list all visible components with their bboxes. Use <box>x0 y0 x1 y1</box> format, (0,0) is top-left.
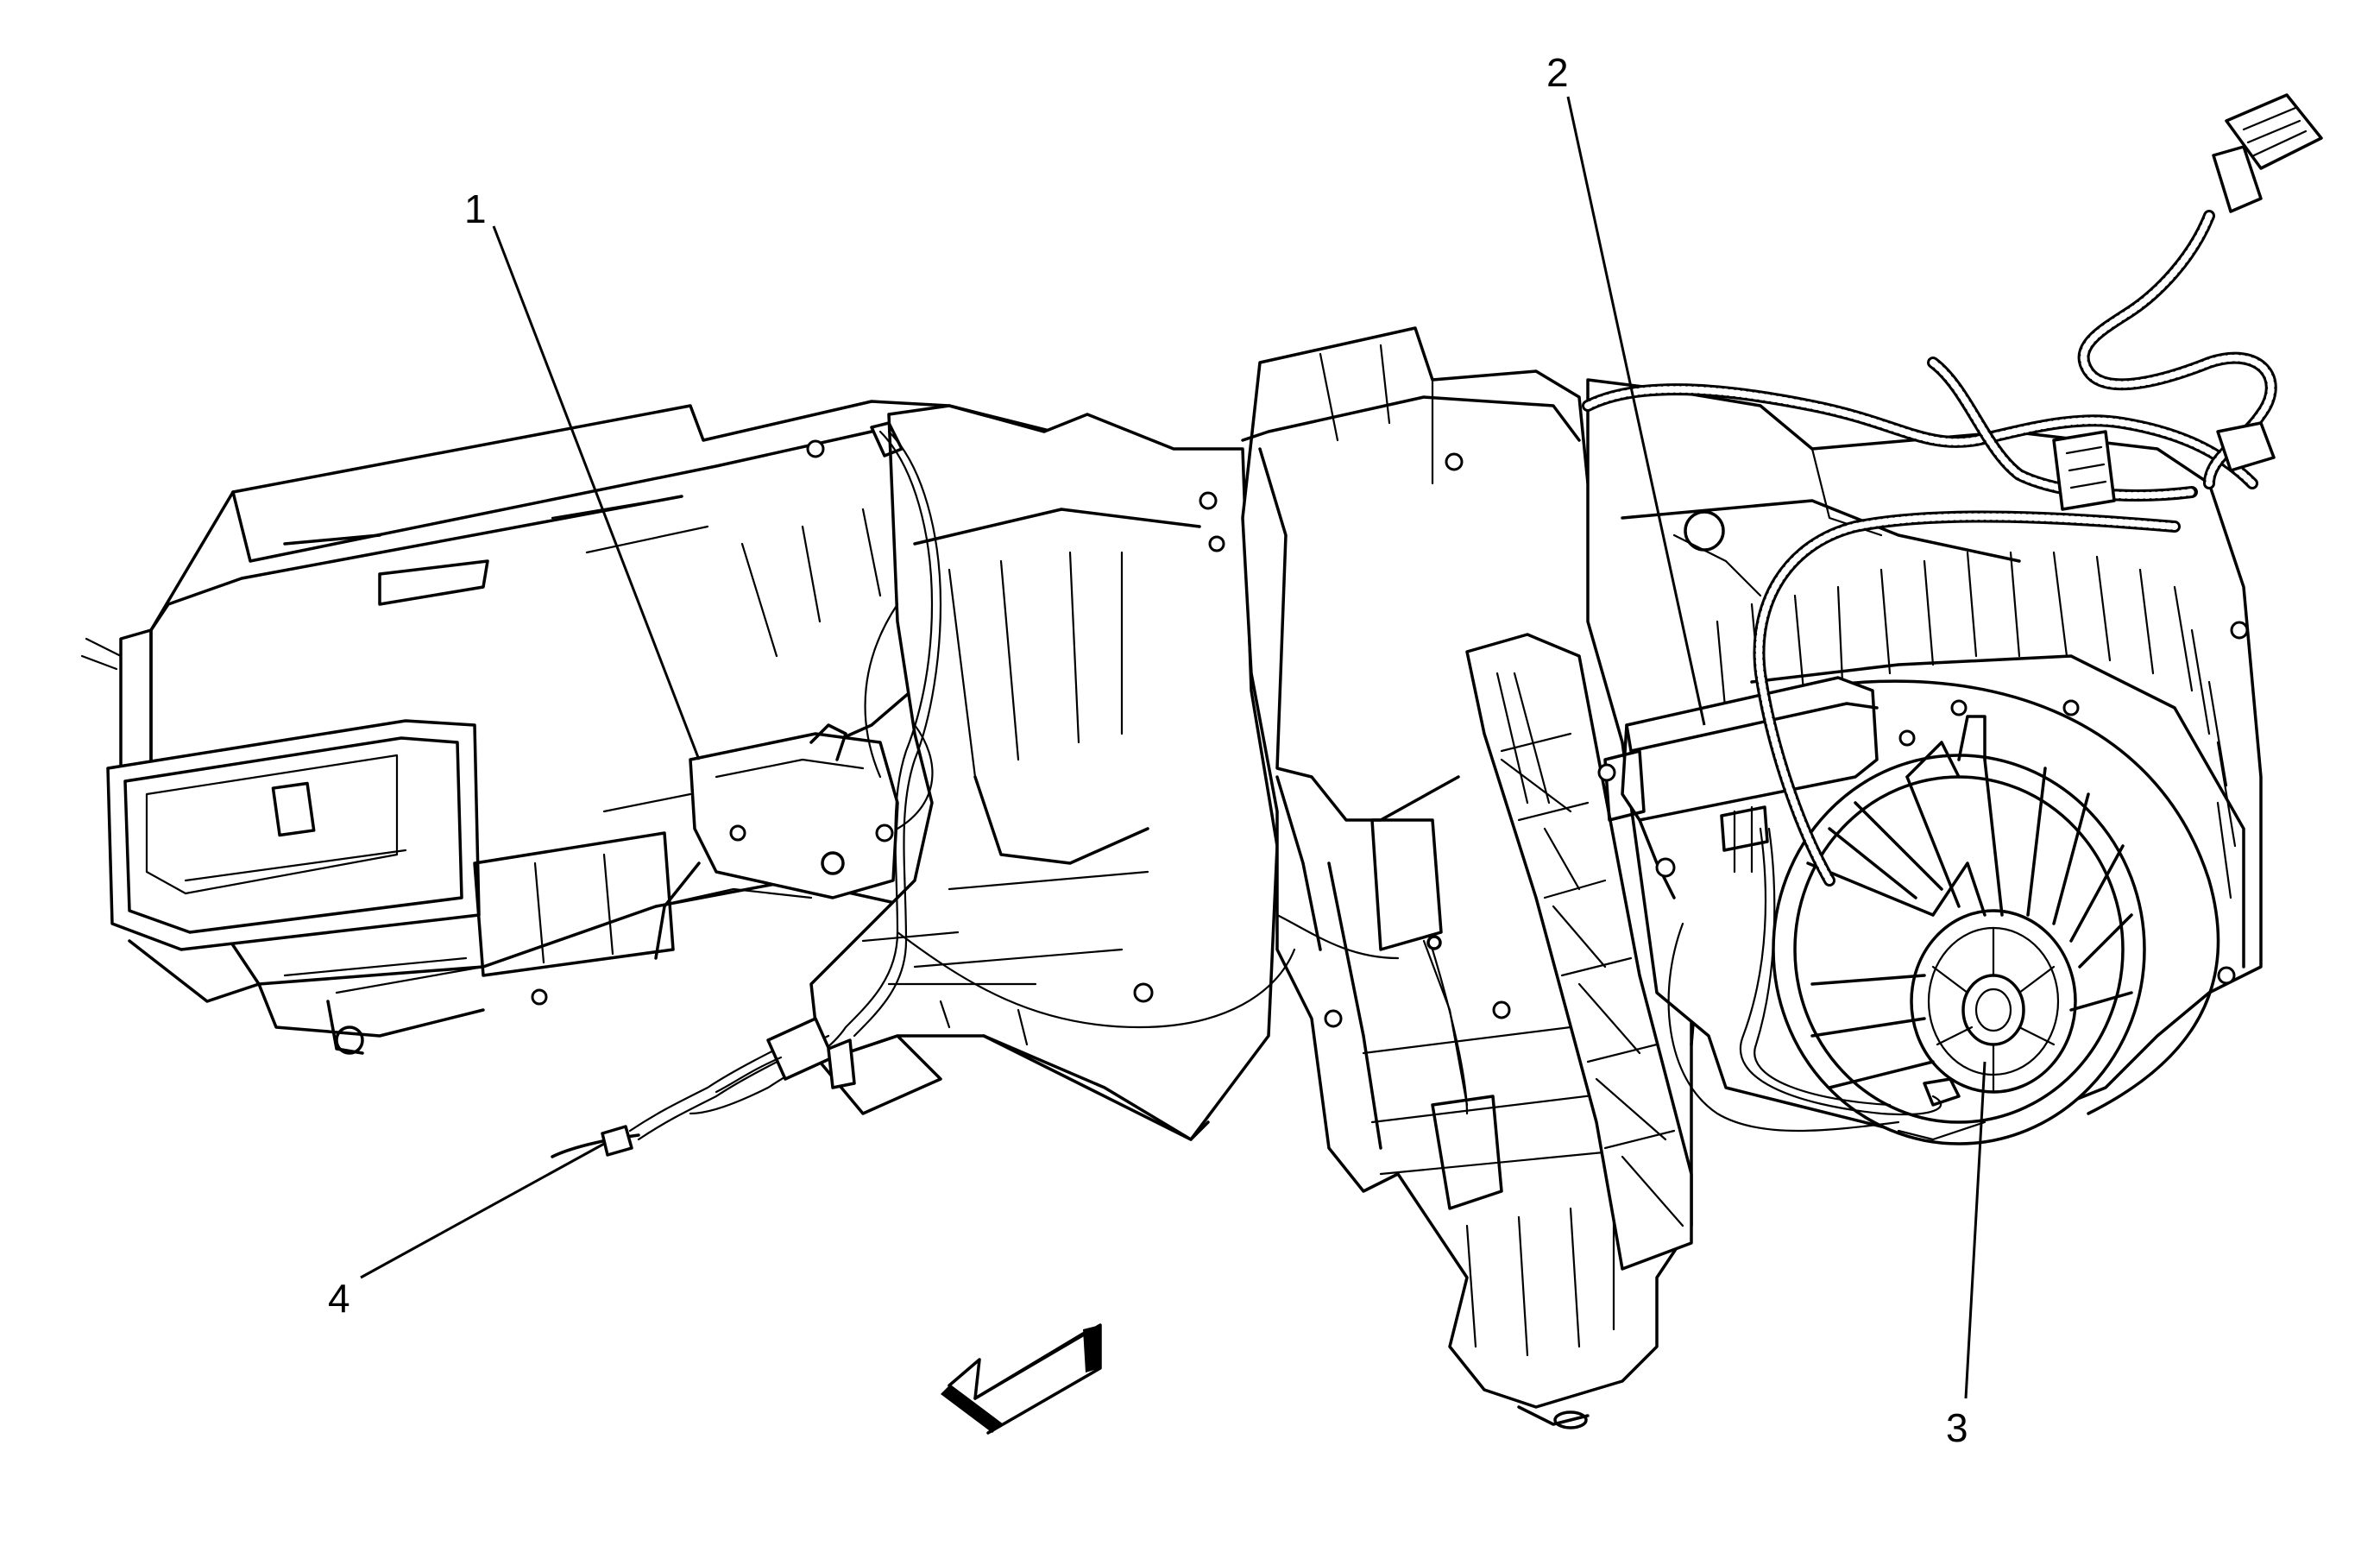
callout-labels: 1 2 3 4 <box>328 50 1968 1450</box>
center-duct <box>806 404 1279 1141</box>
callout-leaders <box>360 96 1986 1399</box>
heater-core-case <box>1241 326 1702 1429</box>
callout-2: 2 <box>1546 50 1569 95</box>
blower-control-module <box>1597 676 1879 899</box>
callout-1: 1 <box>464 186 487 231</box>
wiring-harness <box>551 93 2323 1158</box>
direction-arrow-icon <box>941 1323 1102 1435</box>
callout-4: 4 <box>328 1276 350 1321</box>
callout-3: 3 <box>1946 1405 1968 1450</box>
blower-wheel <box>1772 699 2146 1145</box>
mode-actuator <box>602 723 899 960</box>
